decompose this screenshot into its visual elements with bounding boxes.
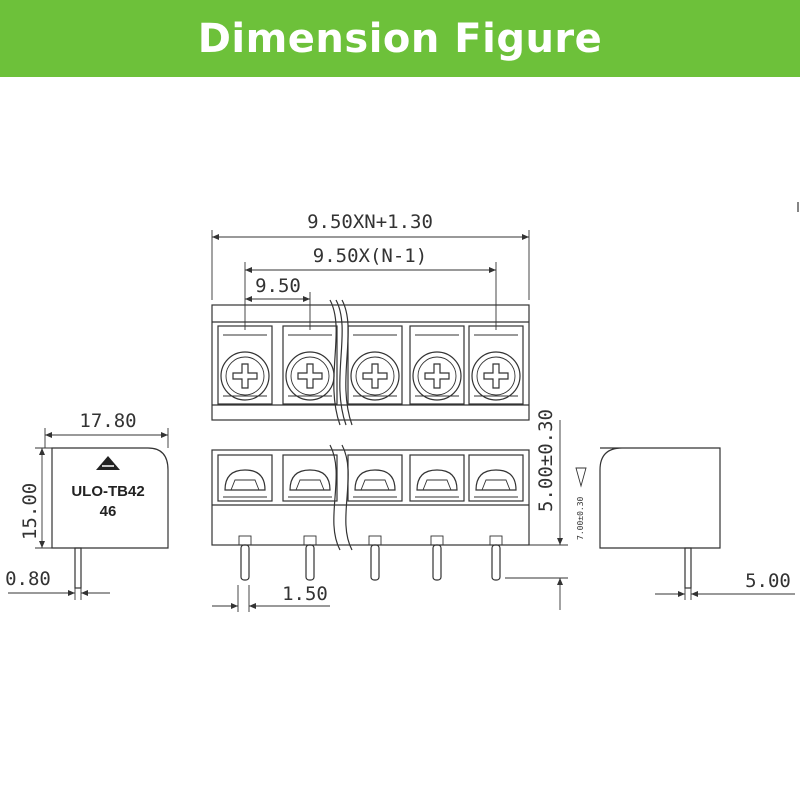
screw-cell (217, 325, 273, 405)
pins (238, 535, 503, 581)
front-view: 1.50 5.00±0.30 7.00±0.30 (211, 409, 587, 612)
wire-entry (217, 454, 273, 502)
right-housing-outline (599, 447, 721, 549)
page-title: Dimension Figure (197, 15, 603, 62)
warning-icon (575, 467, 587, 488)
wire-entry (409, 454, 465, 502)
small-tolerance-label: 7.00±0.30 (576, 496, 585, 540)
triangle-logo-icon (96, 456, 120, 470)
screw-icon (412, 351, 462, 401)
side-view-left: 17.80 15.00 ULO-TB42 46 0.80 (5, 410, 169, 600)
pin (489, 535, 503, 581)
pin (430, 535, 444, 581)
screw-icon (285, 351, 335, 401)
screw-cell (468, 325, 524, 405)
pin (368, 535, 382, 581)
pin-length-label: 5.00±0.30 (535, 409, 557, 512)
wire-entries (217, 454, 524, 502)
side-housing-outline (51, 447, 169, 549)
screw-cell (347, 325, 403, 405)
side-pin-label: 5.00 (745, 570, 791, 592)
side-pin (74, 547, 82, 589)
screw-cell (282, 325, 338, 405)
wire-entry (347, 454, 403, 502)
screw-icon (350, 351, 400, 401)
screw-icon (220, 351, 270, 401)
screw-cells (217, 325, 524, 405)
pitch-label: 9.50 (255, 275, 301, 297)
right-pin (684, 547, 692, 589)
pin (303, 535, 317, 581)
pin-width-label: 1.50 (282, 583, 328, 605)
pin (238, 535, 252, 581)
screw-icon (471, 351, 521, 401)
code-label: 46 (100, 503, 117, 520)
model-label: ULO-TB42 (71, 483, 144, 500)
height-label: 15.00 (19, 483, 41, 540)
pin-thickness-label: 0.80 (5, 568, 51, 590)
screw-cell (409, 325, 465, 405)
side-view-right: 5.00 (599, 447, 795, 600)
wire-entry (468, 454, 524, 502)
depth-label: 17.80 (79, 410, 136, 432)
top-view: 9.50XN+1.30 9.50X(N-1) 9.50 (211, 211, 530, 426)
wire-entry (282, 454, 338, 502)
overall-width-label: 9.50XN+1.30 (307, 211, 433, 233)
pitch-span-label: 9.50X(N-1) (313, 245, 427, 267)
title-banner: Dimension Figure (0, 0, 800, 77)
